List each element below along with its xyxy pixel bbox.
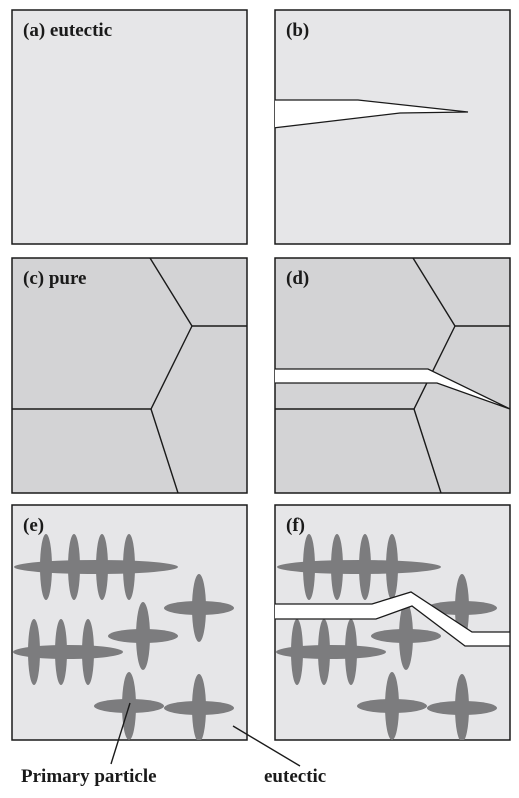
primary-particle [277, 534, 441, 600]
panel-f: (f) [274, 504, 511, 741]
eutectic-leader [232, 725, 301, 767]
grain-boundary [413, 408, 442, 493]
panel-c-background [11, 257, 248, 494]
crack [275, 99, 469, 129]
panel-e: (e) [11, 504, 248, 741]
primary-particle-caption: Primary particle [21, 766, 157, 787]
primary-particle [164, 674, 234, 740]
panel-d: (d) [274, 257, 511, 494]
panel-d-label: (d) [286, 268, 309, 289]
primary-particle [14, 534, 178, 600]
primary-particle [371, 602, 441, 670]
panel-c: (c) pure [11, 257, 248, 494]
panel-f-label: (f) [286, 515, 305, 536]
eutectic-caption: eutectic [264, 766, 326, 787]
panel-c-label: (c) pure [23, 268, 87, 289]
panel-b-label: (b) [286, 20, 309, 41]
panel-a: (a) eutectic [11, 9, 248, 245]
crack [275, 591, 510, 647]
grain-boundary [150, 408, 179, 493]
primary-particle [164, 574, 234, 642]
crack [275, 368, 510, 410]
primary-particle [13, 619, 123, 685]
primary-particle [427, 674, 497, 740]
panel-b: (b) [274, 9, 511, 245]
panel-a-background [11, 9, 248, 245]
panel-a-label: (a) eutectic [23, 20, 112, 41]
primary-particle [276, 619, 386, 685]
primary-particle-leader [110, 702, 131, 765]
panel-e-label: (e) [23, 515, 44, 536]
primary-particle [357, 672, 427, 740]
panel-b-background [274, 9, 511, 245]
primary-particle [108, 602, 178, 670]
